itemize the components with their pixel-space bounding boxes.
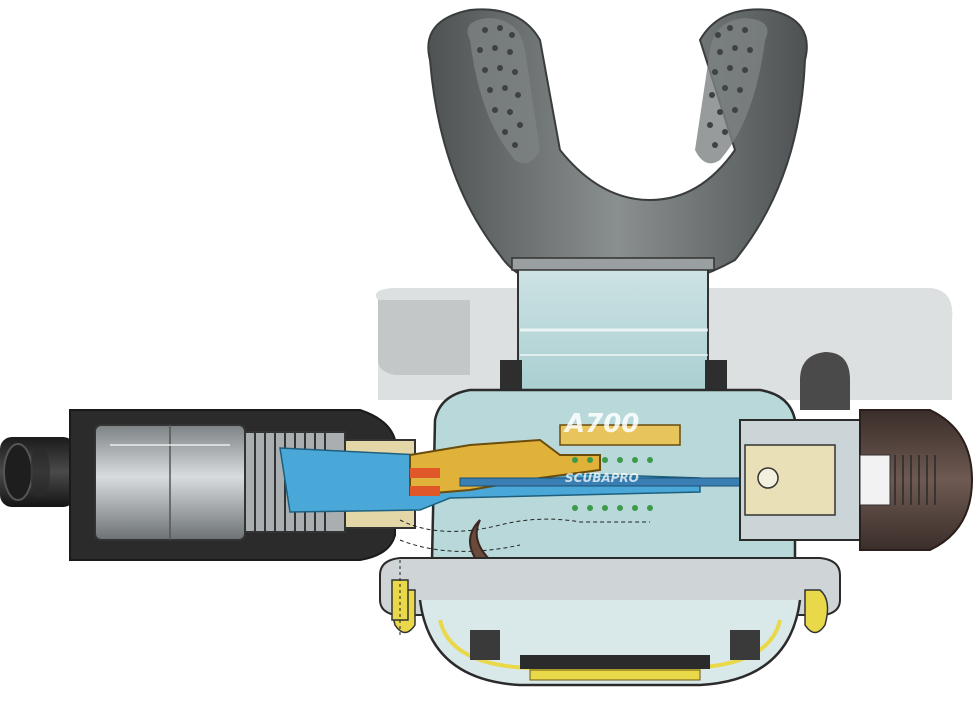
adjustment-knob xyxy=(739,409,973,551)
peg xyxy=(391,560,409,635)
valve-seat xyxy=(410,468,440,496)
mouthpiece xyxy=(427,8,808,286)
spring xyxy=(572,457,653,511)
mouthpiece-dots xyxy=(477,25,753,148)
hose xyxy=(0,437,75,507)
knob-threads xyxy=(894,455,936,505)
body-marking: A700 xyxy=(563,409,639,439)
mouthpiece-tube xyxy=(500,257,727,393)
flow-lines xyxy=(399,518,650,552)
exhaust-tab xyxy=(800,352,850,410)
body-marking-sub: SCUBAPRO xyxy=(565,471,639,485)
diaphragm-chamber xyxy=(379,557,841,687)
